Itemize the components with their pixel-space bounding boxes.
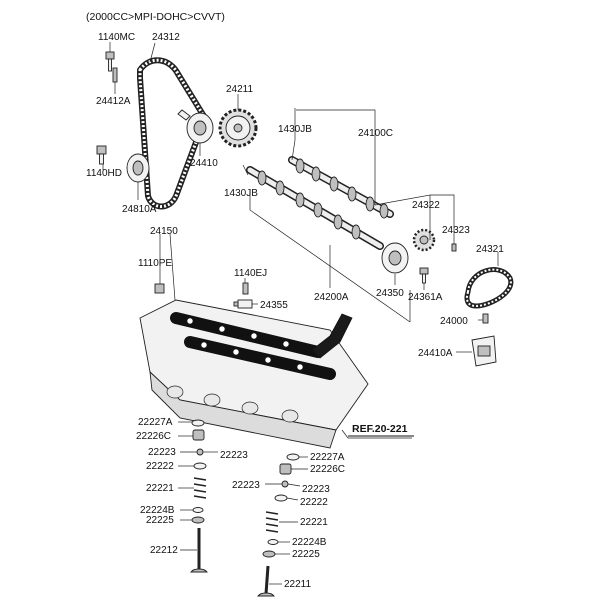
callout-24200a: 24200A xyxy=(314,292,349,303)
direction-arrow xyxy=(311,313,353,359)
callout-22223-left-right: 22223 xyxy=(220,450,248,461)
callout-24410a: 24410A xyxy=(418,348,453,359)
callout-24810a: 24810A xyxy=(122,204,157,215)
diagram-title: (2000CC>MPI-DOHC>CVVT) xyxy=(86,11,225,23)
exhaust-camshaft[interactable] xyxy=(246,166,384,250)
callout-24412a: 24412A xyxy=(96,96,131,107)
callout-24323: 24323 xyxy=(442,225,470,236)
cvvt-assembly[interactable] xyxy=(381,242,409,274)
callout-1430jb-mid: 1430JB xyxy=(224,188,258,199)
reference-label[interactable]: REF.20-221 xyxy=(352,423,408,435)
callout-labels: 1140MC 24312 24412A 24211 1430JB 24100C … xyxy=(86,32,504,590)
callout-24321: 24321 xyxy=(476,244,504,255)
callout-22212: 22212 xyxy=(150,545,178,556)
callout-22225-right: 22225 xyxy=(292,549,320,560)
callout-22227a-left: 22227A xyxy=(138,417,173,428)
callout-24410: 24410 xyxy=(190,158,218,169)
callout-1140mc: 1140MC xyxy=(98,32,135,43)
callout-24150: 24150 xyxy=(150,226,178,237)
callout-22223-right: 22223 xyxy=(302,484,330,495)
callout-24000: 24000 xyxy=(440,316,468,327)
belt-tensioner[interactable] xyxy=(177,109,214,144)
callout-22224b-right: 22224B xyxy=(292,537,327,548)
callout-24100c: 24100C xyxy=(358,128,393,139)
callout-22227a-right: 22227A xyxy=(310,452,345,463)
bolt-1110pe[interactable] xyxy=(154,283,165,294)
cylinder-head[interactable] xyxy=(139,299,369,449)
callout-24322: 24322 xyxy=(412,200,440,211)
pin-24323[interactable] xyxy=(451,243,457,252)
stud-24412a[interactable] xyxy=(112,67,118,83)
callout-1140ej: 1140EJ xyxy=(234,268,267,279)
callout-1110pe: 1110PE xyxy=(138,258,172,269)
callout-22226c-left: 22226C xyxy=(136,431,171,442)
callout-22224b-left: 22224B xyxy=(140,505,175,516)
valve-train-left[interactable] xyxy=(190,419,208,573)
sensor-24355[interactable] xyxy=(233,299,253,309)
chain-sprocket[interactable] xyxy=(412,228,436,252)
callout-24312: 24312 xyxy=(152,32,180,43)
callout-24355: 24355 xyxy=(260,300,288,311)
callout-22222-left: 22222 xyxy=(146,461,174,472)
callout-22226c-right: 22226C xyxy=(310,464,345,475)
chain-tensioner[interactable] xyxy=(471,335,497,367)
callout-22221-left: 22221 xyxy=(146,483,174,494)
bolt-1140hd[interactable] xyxy=(96,145,107,165)
valve-train-right[interactable] xyxy=(257,453,300,597)
callout-22211: 22211 xyxy=(284,579,312,590)
camshaft-sprocket[interactable] xyxy=(218,108,258,148)
callout-22225-left: 22225 xyxy=(146,515,174,526)
callout-22221-right: 22221 xyxy=(300,517,328,528)
bolt-24361a[interactable] xyxy=(419,267,429,284)
callout-1140hd: 1140HD xyxy=(86,168,122,179)
callout-1430jb-top: 1430JB xyxy=(278,124,312,135)
callout-22223-right-left: 22223 xyxy=(232,480,260,491)
idler-pulley[interactable] xyxy=(126,153,150,183)
callout-22223-left: 22223 xyxy=(148,447,176,458)
callout-24361a: 24361A xyxy=(408,292,443,303)
intake-camshaft[interactable] xyxy=(288,156,394,219)
callout-22222-right: 22222 xyxy=(300,497,328,508)
timing-belt[interactable] xyxy=(137,57,209,210)
callout-24350: 24350 xyxy=(376,288,404,299)
dowel-1140ej[interactable] xyxy=(242,282,249,295)
timing-chain[interactable] xyxy=(464,267,514,309)
leader-lines xyxy=(102,42,499,585)
callout-24211: 24211 xyxy=(226,84,254,95)
bolt-24000[interactable] xyxy=(482,313,489,324)
